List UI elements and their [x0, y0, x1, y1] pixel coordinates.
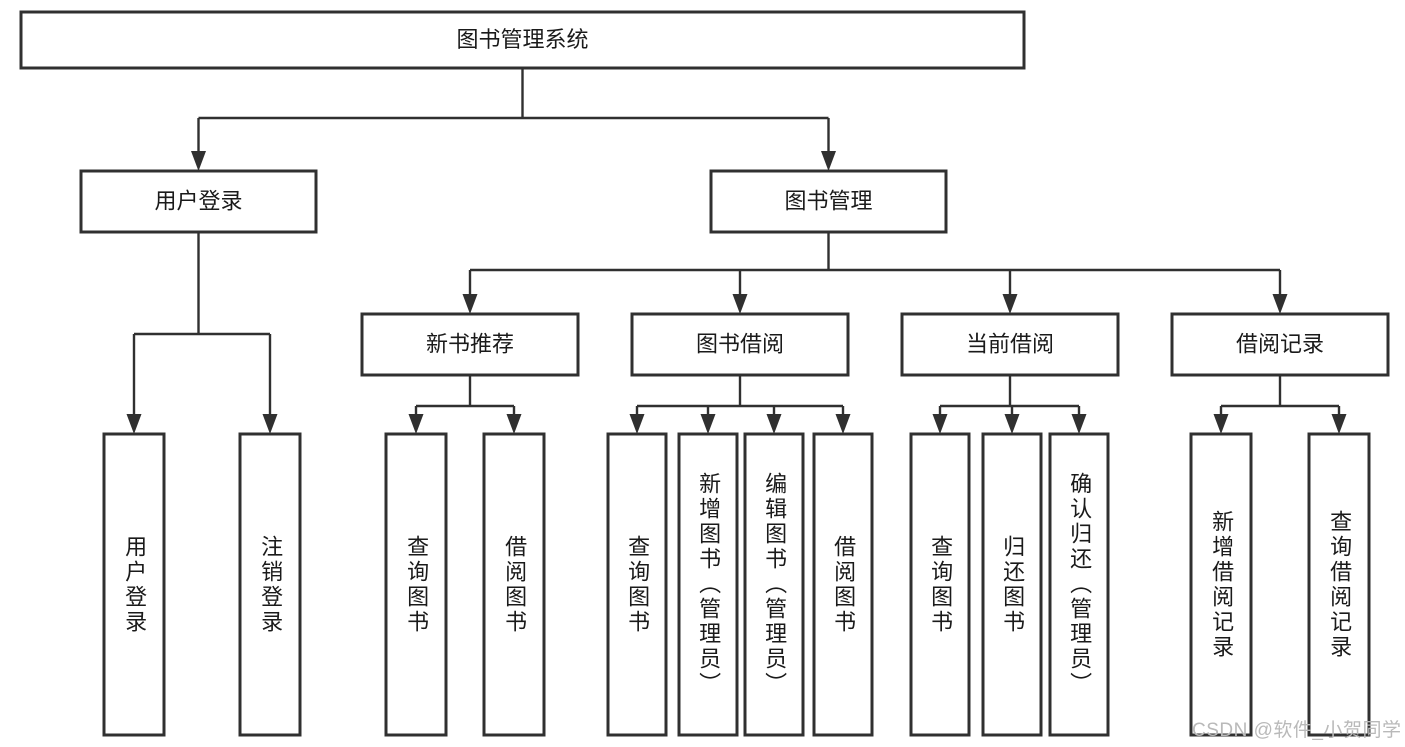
node-box-br-add[interactable] [1189, 432, 1253, 737]
node-label-book-manage: 图书管理 [784, 188, 872, 213]
node-box-borrow-record[interactable] [1170, 312, 1390, 377]
node-label-current-borrow: 当前借阅 [966, 331, 1054, 356]
arrow-head-icon [126, 414, 142, 434]
arrow-head-icon [821, 151, 836, 171]
node-box-bb-edit[interactable] [743, 432, 805, 737]
node-label-book-borrow: 图书借阅 [696, 331, 784, 356]
arrow-head-icon [1071, 414, 1087, 434]
node-box-bb-add[interactable] [677, 432, 739, 737]
node-box-book-borrow[interactable] [630, 312, 850, 377]
arrow-head-icon [1213, 414, 1229, 434]
arrow-head-icon [629, 414, 645, 434]
arrow-head-icon [462, 294, 478, 314]
csdn-watermark: CSDN @软件_小贺同学 [1192, 720, 1402, 741]
node-box-br-query[interactable] [1307, 432, 1371, 737]
node-box-nbr-borrow[interactable] [482, 432, 546, 737]
node-box-bb-query[interactable] [606, 432, 668, 737]
node-box-book-manage[interactable] [709, 169, 948, 234]
arrow-head-icon [1272, 294, 1288, 314]
arrow-head-icon [408, 414, 424, 434]
node-box-cb-return[interactable] [981, 432, 1043, 737]
node-box-user-login[interactable] [79, 169, 318, 234]
boxes-layer [19, 10, 1390, 737]
node-box-cb-confirm[interactable] [1048, 432, 1110, 737]
node-box-new-book-rec[interactable] [360, 312, 580, 377]
arrow-head-icon [835, 414, 851, 434]
arrow-head-icon [1002, 294, 1018, 314]
arrow-head-icon [700, 414, 716, 434]
arrow-head-icon [262, 414, 278, 434]
arrow-head-icon [732, 294, 748, 314]
node-box-root[interactable] [19, 10, 1026, 70]
node-box-bb-borrow[interactable] [812, 432, 874, 737]
node-label-borrow-record: 借阅记录 [1236, 331, 1324, 356]
arrow-head-icon [506, 414, 522, 434]
edges-layer [126, 68, 1347, 434]
node-box-current-borrow[interactable] [900, 312, 1120, 377]
arrow-head-icon [932, 414, 948, 434]
arrow-head-icon [191, 151, 206, 171]
arrow-head-icon [1331, 414, 1347, 434]
node-label-new-book-rec: 新书推荐 [426, 331, 514, 356]
node-label-root: 图书管理系统 [456, 27, 588, 52]
node-box-cb-query[interactable] [909, 432, 971, 737]
node-box-nbr-query[interactable] [384, 432, 448, 737]
arrow-head-icon [1004, 414, 1020, 434]
node-label-user-login: 用户登录 [154, 188, 242, 213]
node-box-leaf-user-logout[interactable] [238, 432, 302, 737]
arrow-head-icon [766, 414, 782, 434]
node-box-leaf-user-login[interactable] [102, 432, 166, 737]
